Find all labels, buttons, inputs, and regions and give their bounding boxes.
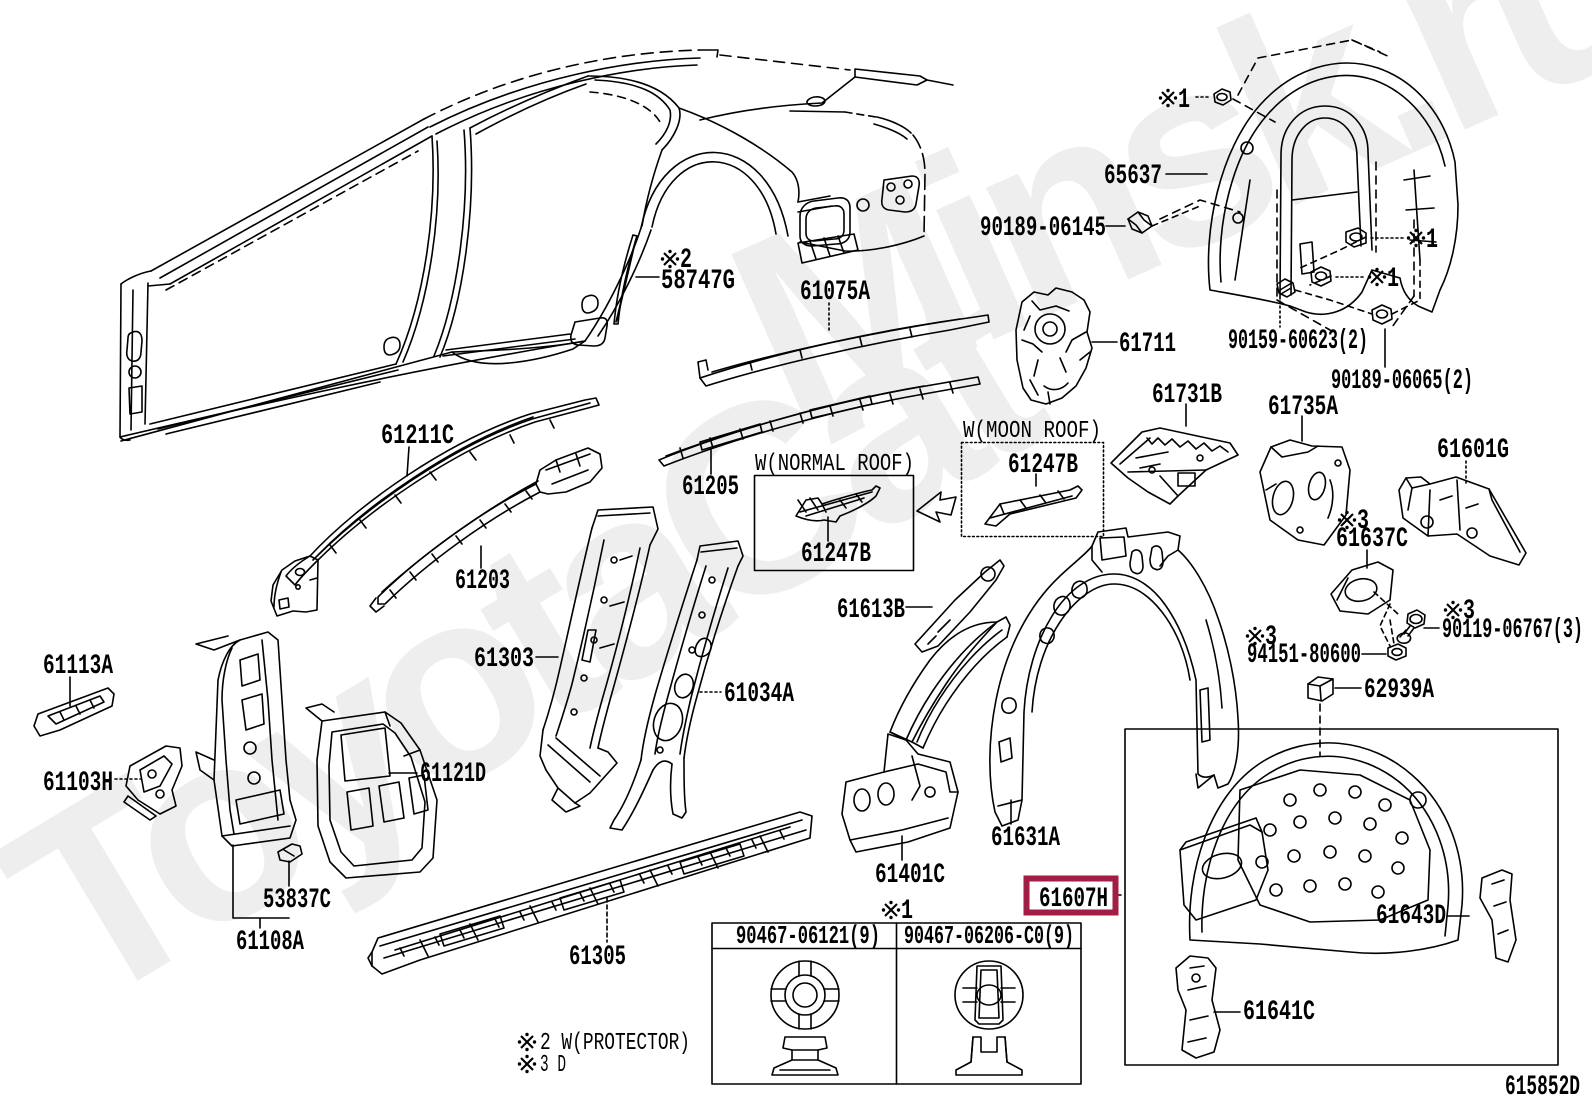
svg-text:61711: 61711 [1119,329,1176,360]
svg-text:58747G: 58747G [661,266,735,297]
svg-text:61203: 61203 [455,566,510,597]
svg-text:61735A: 61735A [1268,392,1338,423]
svg-text:61113A: 61113A [43,651,113,682]
svg-text:61211C: 61211C [381,421,454,452]
svg-text:1: 1 [1387,264,1399,295]
svg-text:61305: 61305 [569,942,626,973]
svg-text:61641C: 61641C [1243,997,1315,1028]
svg-text:90189-06065(2): 90189-06065(2) [1331,366,1473,397]
svg-text:90467-06206-C0(9): 90467-06206-C0(9) [904,921,1074,951]
svg-text:94151-80600: 94151-80600 [1247,640,1361,671]
svg-text:61401C: 61401C [875,860,945,891]
svg-text:615852D: 615852D [1505,1072,1580,1099]
svg-text:61601G: 61601G [1437,435,1509,466]
svg-text:61613B: 61613B [837,595,905,626]
svg-text:3: 3 [1357,506,1369,537]
svg-text:3: 3 [1463,596,1475,627]
svg-text:90119-06767(3): 90119-06767(3) [1442,615,1583,646]
svg-text:61607H: 61607H [1039,884,1108,915]
svg-text:2: 2 [680,245,692,276]
svg-text:1: 1 [1426,225,1438,256]
svg-text:2 W(PROTECTOR): 2 W(PROTECTOR) [540,1030,690,1057]
svg-text:62939A: 62939A [1364,675,1434,706]
svg-text:61108A: 61108A [236,927,304,958]
svg-text:61034A: 61034A [724,679,794,710]
svg-text:3 D: 3 D [540,1052,566,1079]
svg-text:53837C: 53837C [263,885,331,916]
svg-text:61731B: 61731B [1152,380,1222,411]
svg-text:3: 3 [1265,622,1277,653]
svg-text:1: 1 [1178,85,1190,116]
svg-text:90467-06121(9): 90467-06121(9) [736,921,880,951]
svg-text:1: 1 [901,896,913,927]
svg-text:61631A: 61631A [991,823,1060,854]
svg-text:61205: 61205 [682,472,739,503]
svg-text:W(NORMAL ROOF): W(NORMAL ROOF) [755,451,914,478]
svg-text:90189-06145: 90189-06145 [980,213,1106,244]
svg-text:65637: 65637 [1104,161,1162,192]
svg-text:90159-60623(2): 90159-60623(2) [1228,326,1368,357]
svg-text:61303: 61303 [474,644,534,675]
svg-text:61637C: 61637C [1336,524,1408,555]
svg-text:61247B: 61247B [801,539,871,570]
svg-text:W(MOON ROOF): W(MOON ROOF) [963,418,1101,445]
svg-text:61121D: 61121D [420,759,486,790]
svg-text:61103H: 61103H [43,768,113,799]
svg-text:61075A: 61075A [800,277,870,308]
svg-text:61247B: 61247B [1008,450,1078,481]
svg-text:61643D: 61643D [1376,901,1446,932]
